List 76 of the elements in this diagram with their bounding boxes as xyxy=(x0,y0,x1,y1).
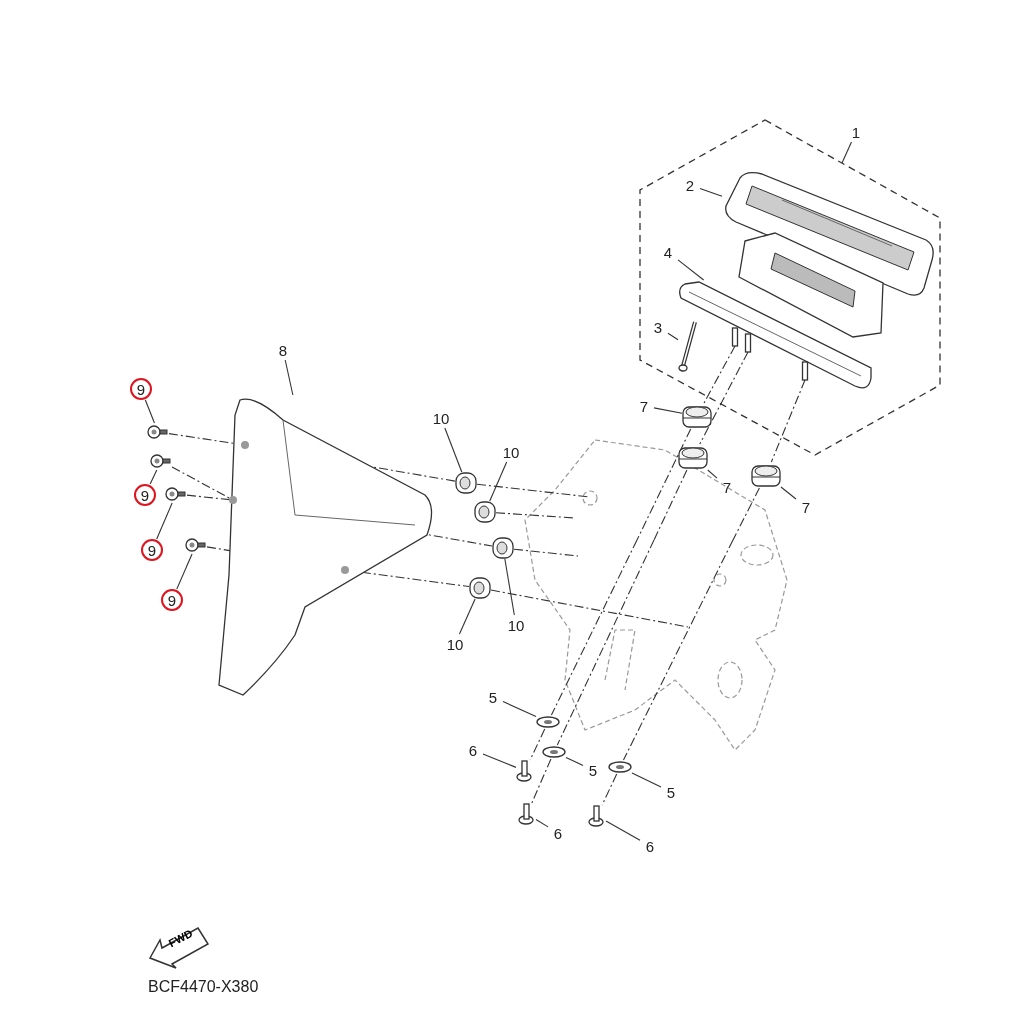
center-line xyxy=(732,487,760,541)
leader-line xyxy=(780,486,797,500)
screw-drawing xyxy=(678,320,698,372)
screw-drawing xyxy=(588,805,606,827)
callout-number: 9 xyxy=(161,589,183,611)
bolt-drawing xyxy=(147,423,169,441)
washer-drawing xyxy=(608,760,632,774)
callout-number: 4 xyxy=(658,242,678,262)
bolt-drawing xyxy=(165,485,187,503)
center-line xyxy=(513,548,579,557)
grommet-drawing xyxy=(469,577,491,599)
leader-line xyxy=(176,553,193,590)
leader-line xyxy=(631,772,662,788)
callout-number: 5 xyxy=(661,782,681,802)
leader-line xyxy=(653,407,683,414)
callout-number: 7 xyxy=(796,497,816,517)
callout-number: 9 xyxy=(141,539,163,561)
grommet-drawing xyxy=(455,472,477,494)
callout-number: 7 xyxy=(717,477,737,497)
leader-line xyxy=(707,469,718,479)
callout-number: 10 xyxy=(429,408,453,428)
center-line xyxy=(550,539,638,716)
callout-number: 10 xyxy=(499,442,523,462)
leader-line xyxy=(699,187,723,197)
leader-line xyxy=(667,332,679,341)
leader-line xyxy=(284,359,294,396)
leader-line xyxy=(535,818,549,828)
screw-drawing xyxy=(516,760,534,782)
washer-drawing xyxy=(542,745,566,759)
dashed-assembly-outline xyxy=(638,118,942,458)
center-line xyxy=(653,469,688,541)
leader-line xyxy=(565,757,584,766)
callout-number: 2 xyxy=(680,175,700,195)
center-line xyxy=(703,345,736,404)
callout-number: 9 xyxy=(134,484,156,506)
leader-line xyxy=(677,259,705,281)
center-line xyxy=(622,539,734,761)
center-line xyxy=(495,512,576,519)
leader-line xyxy=(144,399,155,424)
leader-line xyxy=(502,701,537,718)
leader-line xyxy=(841,141,853,164)
center-line xyxy=(490,589,689,628)
center-line xyxy=(636,428,692,541)
screw-drawing xyxy=(518,803,536,825)
leader-line xyxy=(458,598,476,635)
callout-number: 5 xyxy=(583,760,603,780)
center-line xyxy=(556,539,655,746)
leader-line xyxy=(156,502,173,540)
callout-number: 10 xyxy=(504,615,528,635)
damper-drawing xyxy=(678,444,708,470)
callout-number: 6 xyxy=(463,740,483,760)
callout-number: 3 xyxy=(648,317,668,337)
washer-drawing xyxy=(536,715,560,729)
callout-number: 9 xyxy=(130,378,152,400)
center-line xyxy=(699,351,749,445)
leader-line xyxy=(482,753,517,768)
center-line xyxy=(531,758,552,804)
damper-drawing xyxy=(751,462,781,488)
leader-line xyxy=(504,558,515,616)
direction-text: FWD xyxy=(166,926,195,950)
leader-line xyxy=(489,461,508,502)
leader-line xyxy=(149,469,158,485)
diagram-code: BCF4470-X380 xyxy=(148,978,259,996)
grommet-drawing xyxy=(492,537,514,559)
callout-number: 6 xyxy=(640,836,660,856)
leader-line xyxy=(605,820,641,841)
damper-drawing xyxy=(682,403,712,429)
callout-number: 1 xyxy=(846,122,866,142)
callout-number: 8 xyxy=(272,340,294,360)
center-line xyxy=(770,379,806,463)
callout-number: 5 xyxy=(483,687,503,707)
callout-number: 10 xyxy=(443,634,467,654)
bolt-drawing xyxy=(150,452,172,470)
callout-number: 7 xyxy=(634,396,654,416)
bolt-drawing xyxy=(185,536,207,554)
callout-number: 6 xyxy=(548,823,568,843)
